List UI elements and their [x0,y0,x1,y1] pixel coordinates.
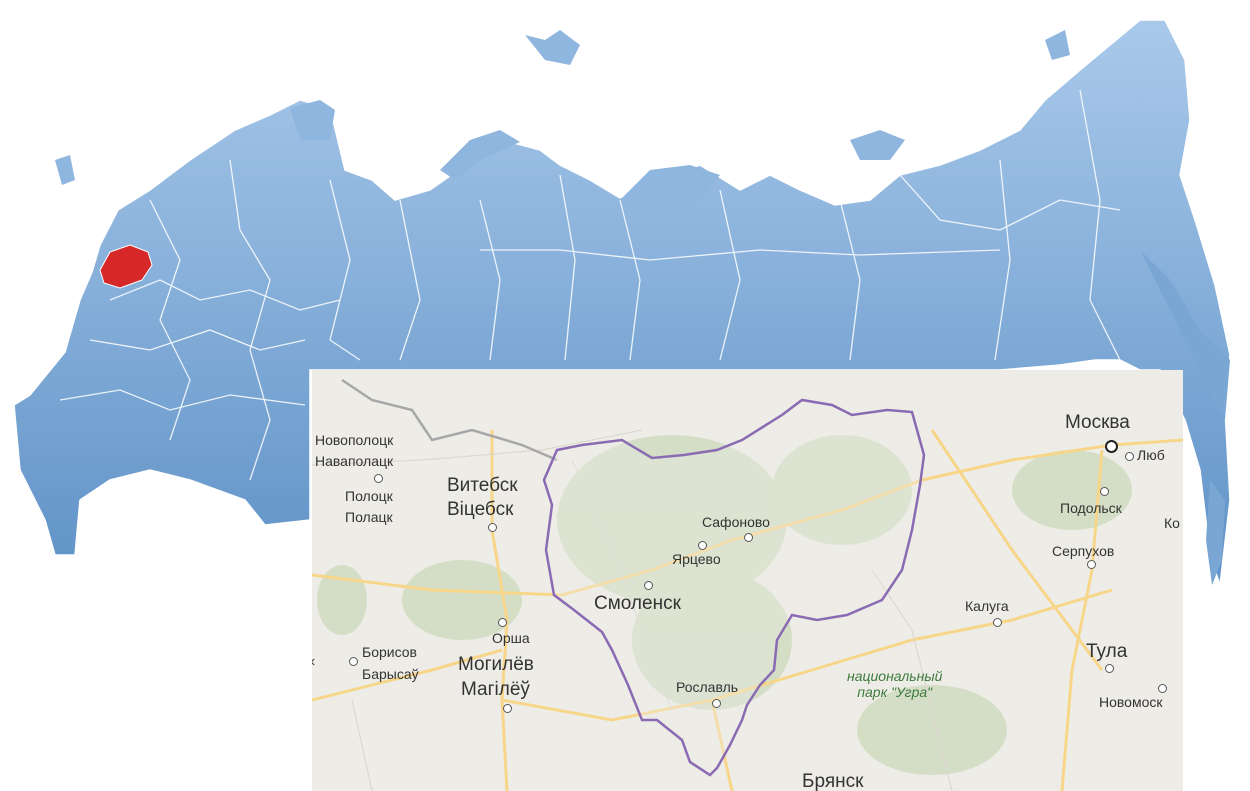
taimyr-peninsula [620,165,720,205]
park-label-line1: национальный [847,668,943,684]
smolensk-oblast-border [542,398,926,777]
city-label-roslavl: Рославль [676,679,739,695]
city-label-bryansk: Брянск [802,771,864,791]
kola-peninsula [290,100,335,140]
city-marker-icon [503,704,512,713]
city-label-vitebsk: Витебск [447,475,518,496]
city-label-novopolotsk: Новополоцк [315,432,394,448]
city-label-serpukhov: Серпухов [1052,543,1115,559]
city-label-kaluga: Калуга [965,598,1009,614]
city-marker-icon [1087,560,1096,569]
city-marker-icon [374,474,383,483]
park-label-line2: парк "Угра" [857,684,933,701]
city-label-smolensk: Смоленск [594,593,681,614]
region-borders [59,89,1121,481]
capital-marker-icon [1105,440,1118,453]
city-label-borisov: Борисов [362,644,417,660]
city-label-orsha: Орша [492,630,530,646]
eastern-islands [1045,30,1070,60]
city-label-podolsk: Подольск [1060,500,1122,516]
city-marker-icon [644,581,653,590]
city-label-lyub: Люб [1137,447,1165,463]
city-marker-icon [744,533,753,542]
city-marker-icon [1105,664,1114,673]
city-label-barysau: Барысаў [362,666,419,682]
city-label-novomosk: Новомоск [1099,694,1163,710]
minor-roads [312,429,953,791]
national-park-ugra-label: национальный парк "Угра" [847,668,942,700]
city-label-tula: Тула [1086,641,1128,662]
city-marker-icon [488,523,497,532]
city-label-mogilev: Могилёв [458,654,534,675]
smolensk-oblast-highlight [99,244,153,289]
city-label-yartsevo: Ярцево [672,551,721,567]
region-map-base [312,370,1183,791]
city-label-vitsebsk: Віцебск [447,499,514,520]
forest-areas [317,435,1132,775]
city-label-polatsk: Полацк [345,509,393,525]
city-label-navapolatsk: Наваполацк [315,453,394,469]
city-marker-icon [498,618,507,627]
city-marker-icon [1158,684,1167,693]
city-marker-icon [349,657,358,666]
city-marker-icon [1100,487,1109,496]
roads [312,429,1183,791]
city-label-ko: Ко [1164,515,1180,531]
russia-landmass [13,19,1231,586]
city-marker-icon [993,618,1002,627]
city-label-moskva: Москва [1065,412,1130,433]
state-border [341,378,558,462]
new-siberian-islands [850,130,905,160]
sakhalin [1206,480,1225,585]
city-label-safonovo: Сафоново [702,514,770,530]
kamchatka [1140,250,1230,420]
novaya-zemlya [440,130,520,180]
city-marker-icon [698,541,707,550]
city-marker-icon [712,699,721,708]
russia-overview-map [13,19,1231,586]
city-marker-icon [1125,452,1134,461]
smolensk-region-map: Москва Люб Подольск Ко Серпухов Калуга Т… [312,370,1183,791]
city-label-magileu: Магілёў [461,679,530,700]
map-edge-arrow-icon: ‹ [312,653,315,671]
arctic-islands [525,30,580,65]
kaliningrad [55,155,75,185]
city-label-polotsk: Полоцк [345,488,393,504]
